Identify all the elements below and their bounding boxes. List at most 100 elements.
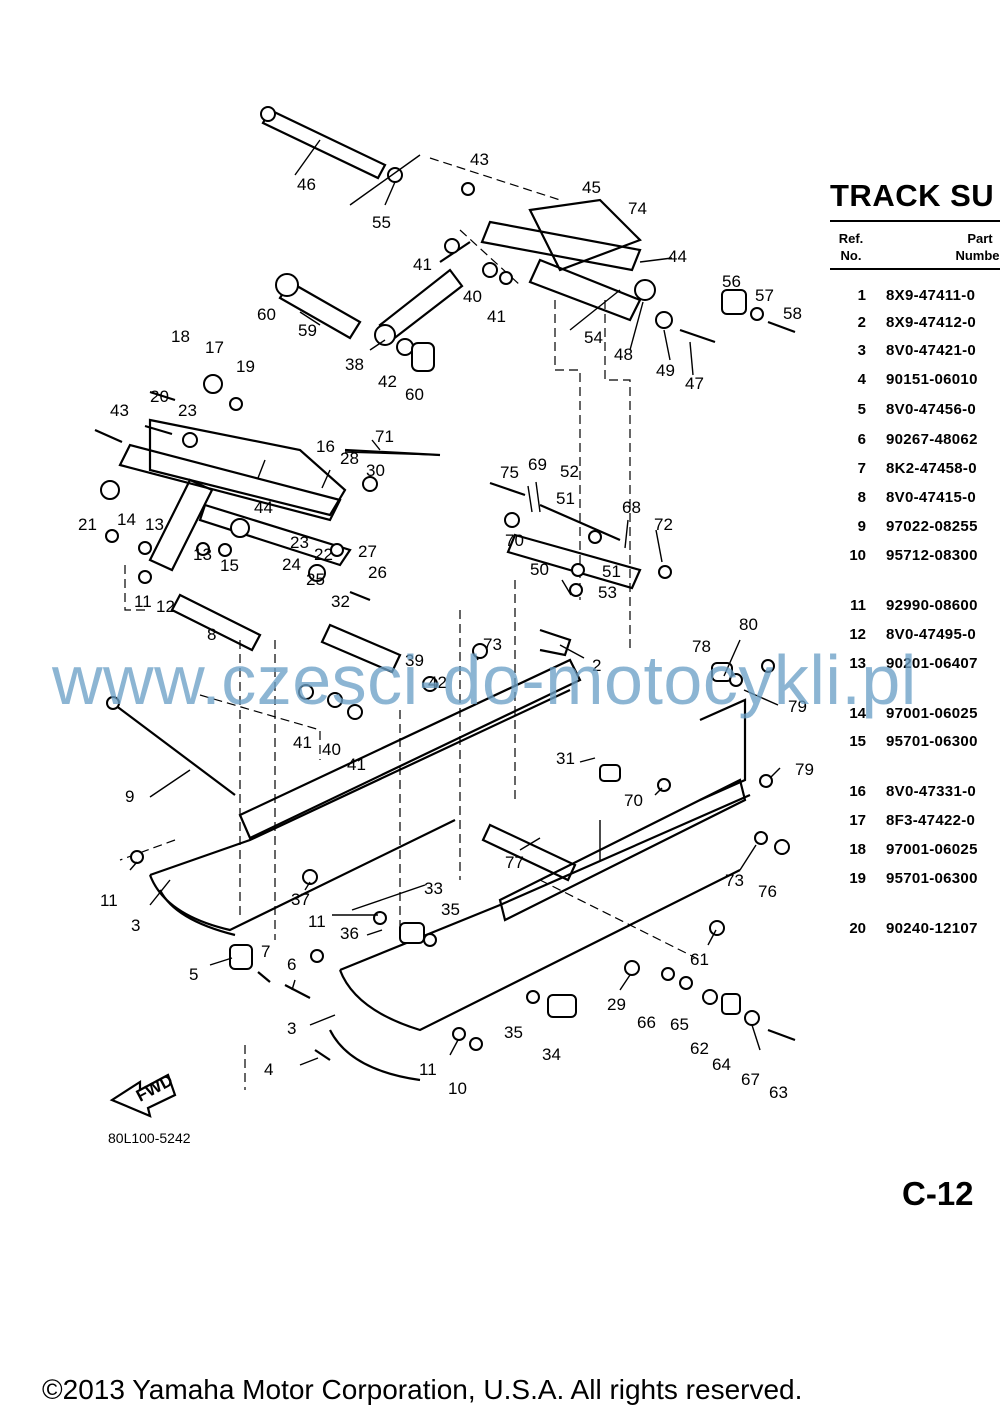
- callout-label: 21: [78, 515, 97, 534]
- ref-no: 4: [857, 371, 866, 388]
- part-header-line1: Part: [967, 231, 993, 246]
- callout-label: 42: [428, 673, 447, 692]
- ref-no: 2: [857, 314, 866, 331]
- pivot-shaft-77: [481, 823, 577, 882]
- callout-label: 74: [628, 199, 647, 218]
- part-number: 8V0-47415-0: [886, 489, 977, 506]
- callout-label: 9: [125, 787, 134, 806]
- shaft-46: [260, 106, 387, 180]
- callout-label: 31: [556, 749, 575, 768]
- callout-label: 38: [345, 355, 364, 374]
- callout-label: 35: [441, 900, 460, 919]
- callout-label: 46: [297, 175, 316, 194]
- shaft-8: [170, 593, 262, 652]
- ref-no: 5: [857, 401, 866, 418]
- callout-label: 23: [290, 533, 309, 552]
- shock-absorber-38: [374, 241, 471, 346]
- parts-row: 13 90201-06407: [830, 655, 978, 677]
- shaft-59: [275, 273, 362, 340]
- callout-label: 18: [171, 327, 190, 346]
- callout-label: 73: [483, 635, 502, 654]
- callout-label: 13: [145, 515, 164, 534]
- part-number-header: Part Number: [935, 230, 1000, 264]
- ref-no: 15: [849, 733, 866, 750]
- callout-label: 41: [293, 733, 312, 752]
- parts-row: 10 95712-08300: [830, 547, 978, 569]
- callout-label: 8: [207, 625, 216, 644]
- watermark-url: www.czesci-do-motocykli.pl: [52, 641, 917, 719]
- ref-no: 3: [857, 342, 866, 359]
- header-rule-bottom: [830, 268, 1000, 270]
- ref-no: 20: [849, 920, 866, 937]
- callout-label: 43: [110, 401, 129, 420]
- ref-no: 16: [849, 783, 866, 800]
- callout-label: 75: [500, 463, 519, 482]
- ref-no: 8: [857, 489, 866, 506]
- callout-label: 70: [505, 531, 524, 550]
- ref-no: 11: [850, 597, 866, 614]
- callout-label: 29: [607, 995, 626, 1014]
- ref-no: 18: [849, 841, 866, 858]
- callout-label: 15: [220, 556, 239, 575]
- parts-row: 15 95701-06300: [830, 733, 978, 755]
- ref-no: 17: [849, 812, 866, 829]
- callout-label: 61: [690, 950, 709, 969]
- callout-label: 79: [795, 760, 814, 779]
- callout-label: 63: [769, 1083, 788, 1102]
- part-number: 8K2-47458-0: [886, 460, 977, 477]
- callout-label: 35: [504, 1023, 523, 1042]
- callout-label: 41: [487, 307, 506, 326]
- part-number: 95712-08300: [886, 547, 978, 564]
- assembly-guide-lines: [119, 157, 701, 1090]
- callout-label: 78: [692, 637, 711, 656]
- callout-label: 70: [624, 791, 643, 810]
- part-number: 92990-08600: [886, 597, 978, 614]
- slide-rail-right: [338, 698, 751, 1032]
- callout-label: 41: [347, 755, 366, 774]
- callout-label: 42: [378, 372, 397, 391]
- part-number: 8X9-47411-0: [886, 287, 976, 304]
- slide-rail-left: [148, 628, 582, 932]
- fwd-arrow-icon: FWD: [109, 1071, 177, 1118]
- ref-no-header: Ref. No.: [830, 230, 872, 264]
- callout-label: 12: [156, 597, 175, 616]
- callout-label: 68: [622, 498, 641, 517]
- callout-label: 73: [725, 871, 744, 890]
- callout-label: 49: [656, 361, 675, 380]
- page-number: C-12: [902, 1175, 974, 1212]
- part-number: 95701-06300: [886, 733, 978, 750]
- part-number: 8V0-47495-0: [886, 626, 977, 643]
- copyright-notice: ©2013 Yamaha Motor Corporation, U.S.A. A…: [42, 1374, 803, 1405]
- callout-label: 2: [592, 656, 601, 675]
- callout-label: 4: [264, 1060, 273, 1079]
- callout-label: 67: [741, 1070, 760, 1089]
- callout-label: 80: [739, 615, 758, 634]
- callout-label: 11: [134, 592, 152, 611]
- callout-label: 53: [598, 583, 617, 602]
- part-number: 90267-48062: [886, 431, 978, 448]
- ref-no: 19: [849, 870, 866, 887]
- collar-32: [320, 623, 402, 674]
- ref-no: 13: [849, 655, 866, 672]
- ref-header-line2: No.: [840, 248, 862, 263]
- callout-label: 6: [287, 955, 296, 974]
- callout-label: 25: [306, 570, 325, 589]
- ref-no: 10: [849, 547, 866, 564]
- callout-label: 54: [584, 328, 603, 347]
- callout-label: 43: [470, 150, 489, 169]
- callout-label: 72: [654, 515, 673, 534]
- part-number: 97022-08255: [886, 518, 978, 535]
- part-number: 90201-06407: [886, 655, 978, 672]
- callout-label: 7: [261, 942, 270, 961]
